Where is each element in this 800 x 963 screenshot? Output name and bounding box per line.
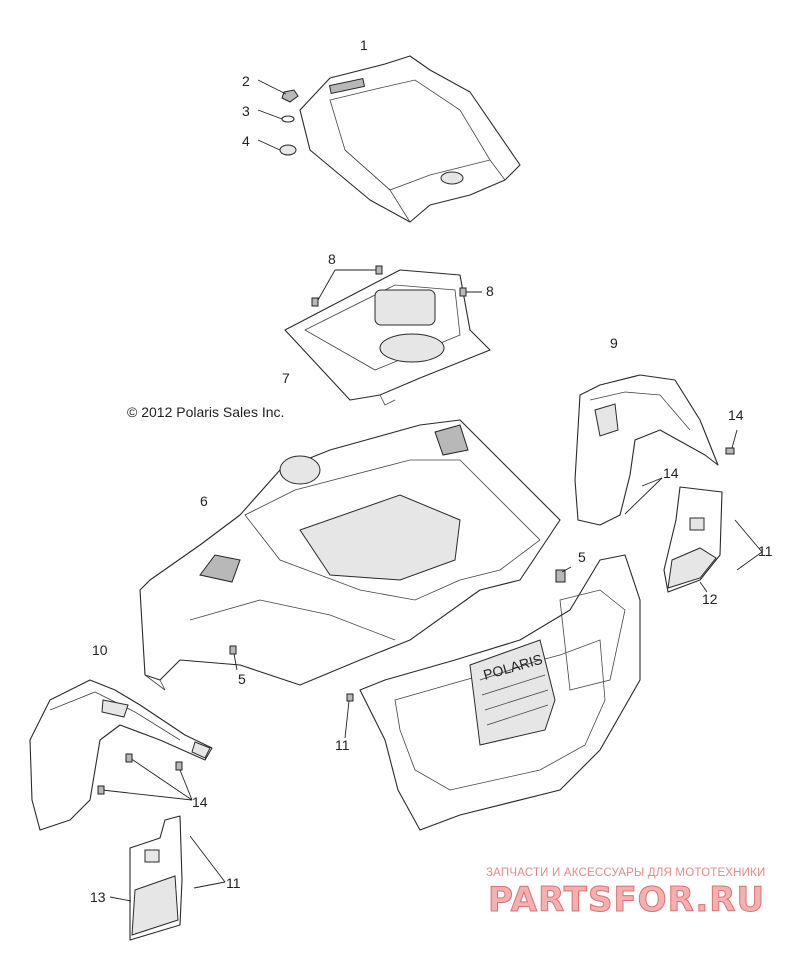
part-9-right-fender [574, 374, 719, 526]
part-1-hood [299, 55, 521, 223]
right-leaders [624, 429, 763, 593]
watermark-logo: PARTSFOR.RU [487, 880, 766, 921]
callout-2: 2 [242, 73, 250, 89]
callout-10: 10 [92, 642, 108, 658]
callout-8-right: 8 [486, 283, 494, 299]
callout-5-right: 5 [578, 549, 586, 565]
part-12-right-flap [663, 486, 723, 593]
callout-14-right: 14 [663, 465, 679, 481]
callout-11-center: 11 [335, 737, 350, 753]
callout-12: 12 [702, 591, 718, 607]
part-5-clips [229, 566, 572, 671]
callout-4: 4 [242, 133, 250, 149]
watermark-tagline: ЗАПЧАСТИ И АКСЕССУАРЫ ДЛЯ МОТОТЕХНИКИ [486, 867, 766, 879]
front-grille-bumper [359, 554, 641, 831]
callout-9: 9 [610, 335, 618, 351]
callout-14-top: 14 [728, 407, 744, 423]
callout-13: 13 [90, 889, 106, 905]
callout-7: 7 [282, 370, 290, 386]
callout-11-right: 11 [758, 543, 773, 559]
callout-3: 3 [242, 103, 250, 119]
left-leaders [97, 753, 193, 801]
callout-11-left: 11 [226, 875, 241, 891]
part-10-left-fender [29, 679, 213, 831]
callout-14-left: 14 [192, 794, 208, 810]
callout-5-left: 5 [238, 671, 246, 687]
part-8-screws [311, 265, 482, 307]
copyright-notice: © 2012 Polaris Sales Inc. [127, 404, 285, 420]
callout-8-left: 8 [328, 251, 336, 267]
part-7-tray [284, 269, 491, 406]
callout-6: 6 [200, 493, 208, 509]
parts-2-3-4-fasteners [257, 79, 299, 156]
part-6-body [139, 419, 561, 691]
bolt-11 [344, 693, 354, 739]
callout-1: 1 [360, 37, 368, 53]
part-13-left-flap [109, 815, 226, 941]
